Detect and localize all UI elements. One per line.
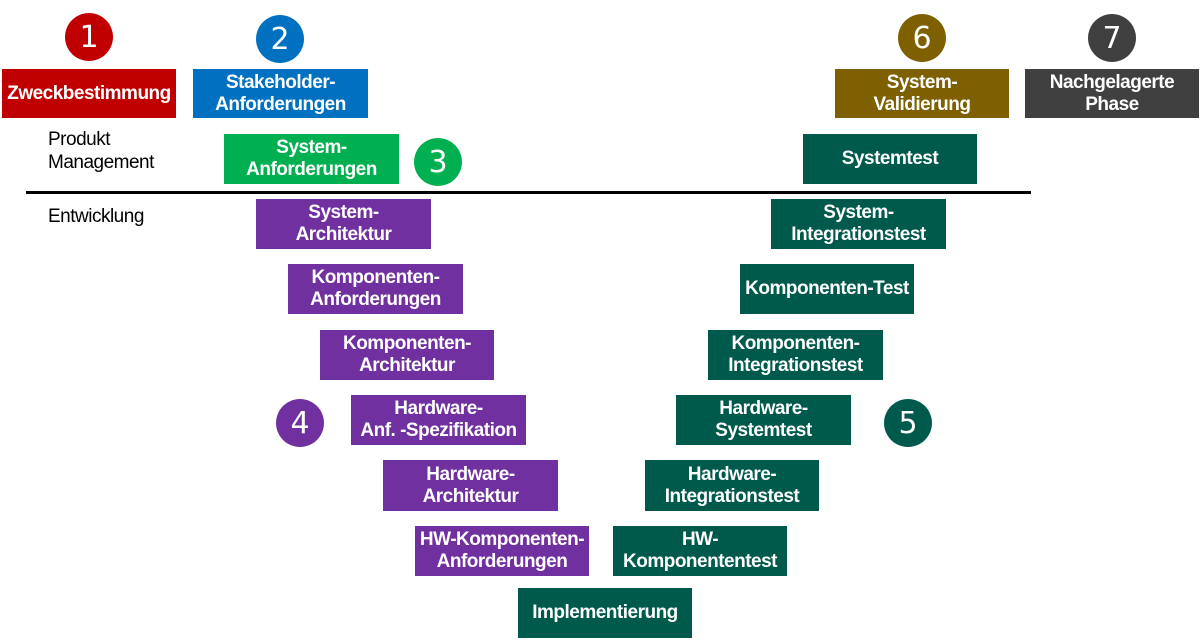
phase-number-3: 3 [414, 138, 462, 186]
area-divider [26, 191, 1031, 194]
stakeholder-requirements-box: Stakeholder- Anforderungen [193, 69, 368, 118]
system-requirements-box: System- Anforderungen [224, 134, 399, 184]
phase-number-7: 7 [1088, 14, 1136, 62]
hardware-spec-box: Hardware- Anf. -Spezifikation [351, 395, 526, 445]
phase-number-6: 6 [898, 14, 946, 62]
component-integration-test-box: Komponenten- Integrationstest [708, 330, 883, 380]
component-architecture-box: Komponenten- Architektur [320, 330, 494, 380]
product-management-label: Produkt Management [48, 129, 154, 173]
system-integration-test-box: System- Integrationstest [771, 199, 946, 249]
phase-number-2: 2 [256, 15, 304, 63]
implementation-box: Implementierung [518, 588, 692, 638]
system-validation-box: System- Validierung [835, 69, 1009, 118]
purpose-box: Zweckbestimmung [2, 69, 176, 118]
hw-component-requirements-box: HW-Komponenten- Anforderungen [415, 526, 589, 576]
hardware-architecture-box: Hardware- Architektur [383, 460, 558, 511]
component-requirements-box: Komponenten- Anforderungen [288, 264, 463, 314]
system-test-box: Systemtest [803, 134, 977, 184]
phase-number-4: 4 [276, 399, 324, 447]
post-phase-box: Nachgelagerte Phase [1025, 69, 1199, 118]
phase-number-5: 5 [884, 399, 932, 447]
phase-number-1: 1 [65, 13, 113, 61]
system-architecture-box: System- Architektur [256, 199, 431, 249]
hardware-integration-test-box: Hardware- Integrationstest [645, 460, 819, 511]
development-label: Entwicklung [48, 206, 144, 227]
hardware-system-test-box: Hardware- Systemtest [676, 395, 851, 445]
hw-component-test-box: HW- Komponententest [613, 526, 787, 576]
component-test-box: Komponenten-Test [740, 264, 914, 314]
